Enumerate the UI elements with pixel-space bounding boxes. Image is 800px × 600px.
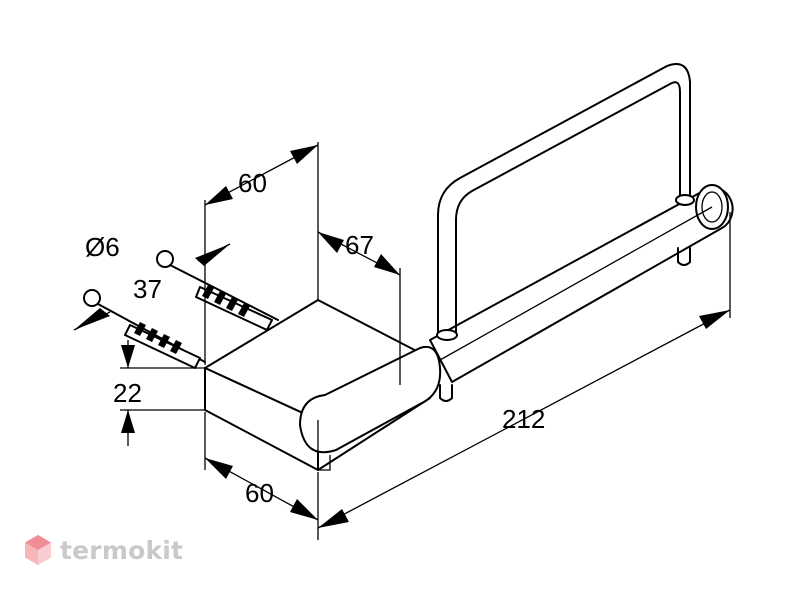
watermark: termokit xyxy=(24,534,183,566)
main-bar xyxy=(429,184,734,383)
watermark-text: termokit xyxy=(60,535,184,565)
dim-label-bottom-60: 60 xyxy=(245,478,274,508)
screw-head-upper xyxy=(156,250,174,268)
dim-label-212: 212 xyxy=(502,404,545,434)
dimension-lines xyxy=(73,142,731,540)
dim-label-22: 22 xyxy=(113,378,142,408)
base-block xyxy=(204,299,442,471)
u-handle xyxy=(436,63,695,402)
dim-label-diameter: Ø6 xyxy=(85,232,120,262)
dim-label-67: 67 xyxy=(345,230,374,260)
hexagon-logo-icon xyxy=(25,535,51,565)
dim-label-top-60: 60 xyxy=(238,168,267,198)
dim-label-37: 37 xyxy=(133,274,162,304)
screws xyxy=(83,250,279,369)
screw-head-lower xyxy=(83,289,101,307)
